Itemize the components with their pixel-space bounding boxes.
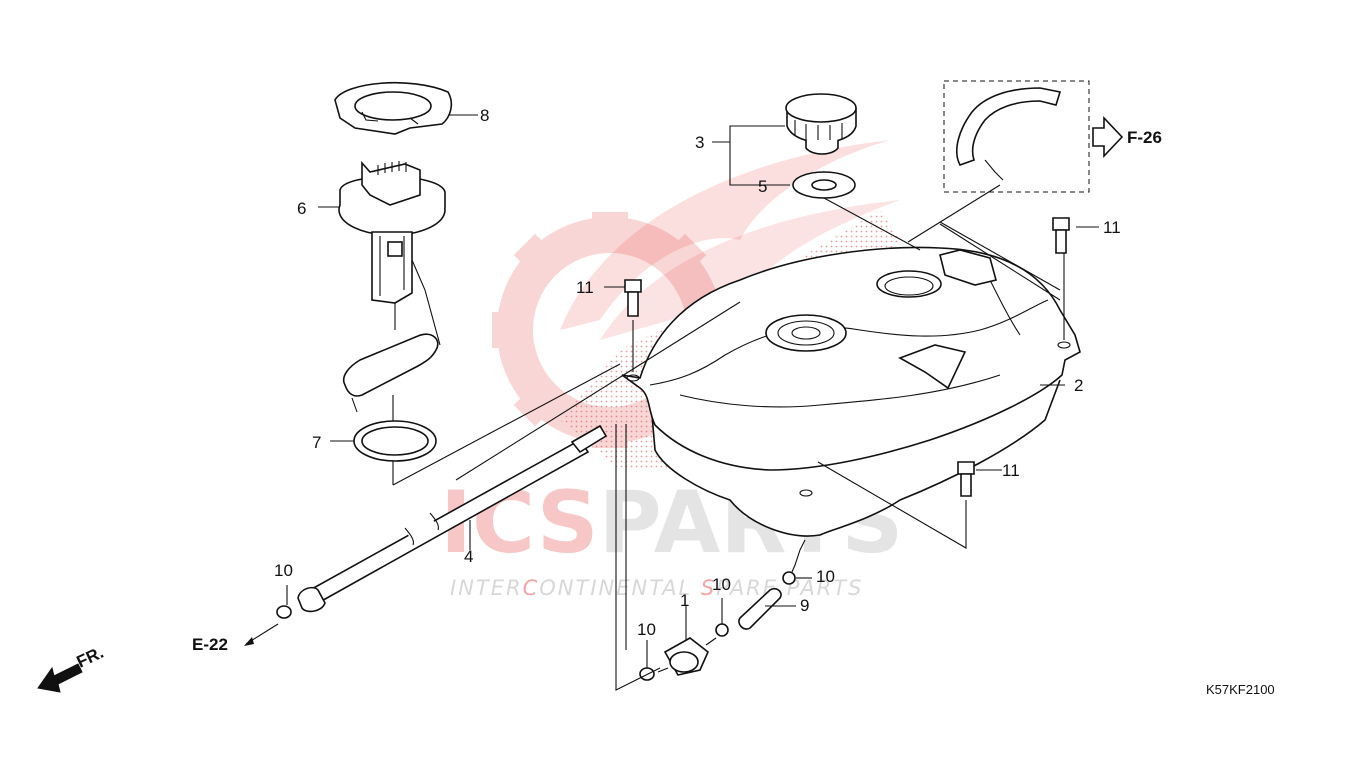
- callout-8: 8: [480, 106, 489, 125]
- part-8-retainer-ring: [334, 81, 453, 135]
- part-3-fuel-cap: [785, 93, 857, 155]
- ref-e22-label: E-22: [192, 635, 228, 654]
- watermark-wing-stripe-icon: [600, 200, 900, 340]
- callout-1: 1: [680, 591, 689, 610]
- callout-4: 4: [464, 547, 473, 566]
- bolt-1: [624, 279, 642, 317]
- bolt-3: [957, 461, 975, 497]
- callout-9: 9: [800, 596, 809, 615]
- part-9-short-hose: [738, 587, 782, 630]
- part-4-hose: [297, 424, 608, 613]
- callout-3: 3: [695, 133, 704, 152]
- callout-6: 6: [297, 199, 306, 218]
- part-7-gasket: [353, 420, 437, 462]
- callout-10-middle: 10: [712, 575, 731, 594]
- callout-2: 2: [1074, 376, 1083, 395]
- front-arrow-icon: [37, 663, 83, 693]
- callout-11-bottom: 11: [1002, 461, 1020, 480]
- ref-arrow-f26: F-26: [1092, 115, 1162, 159]
- part-6-fuel-pump-unit: [338, 160, 446, 413]
- callout-10-hose: 10: [274, 561, 293, 580]
- callouts: 8 6 7 3 5 2 11 11 11 4 10 10 10 10 9 1: [274, 106, 1121, 639]
- bolts-11: [624, 217, 1070, 497]
- ref-e22: E-22: [192, 623, 279, 654]
- diagram-code: K57KF2100: [1206, 682, 1275, 697]
- part-5-washer: [792, 171, 856, 199]
- ref-f26: F-26: [1127, 128, 1162, 147]
- callout-10-tank: 10: [816, 567, 835, 586]
- front-direction-indicator: FR.: [37, 643, 107, 693]
- callout-10-filter: 10: [637, 620, 656, 639]
- callout-11-left: 11: [576, 278, 594, 297]
- bolt-2: [1052, 217, 1070, 254]
- part-1-fuel-filter: [657, 637, 717, 676]
- leader-lines: [286, 114, 1099, 691]
- callout-11-top: 11: [1103, 218, 1121, 237]
- callout-5: 5: [758, 177, 767, 196]
- inset-breather-hose: [943, 80, 1090, 193]
- callout-7: 7: [312, 433, 321, 452]
- part-2-fuel-tank: [621, 246, 1081, 573]
- watermark-wing-icon: [560, 140, 890, 330]
